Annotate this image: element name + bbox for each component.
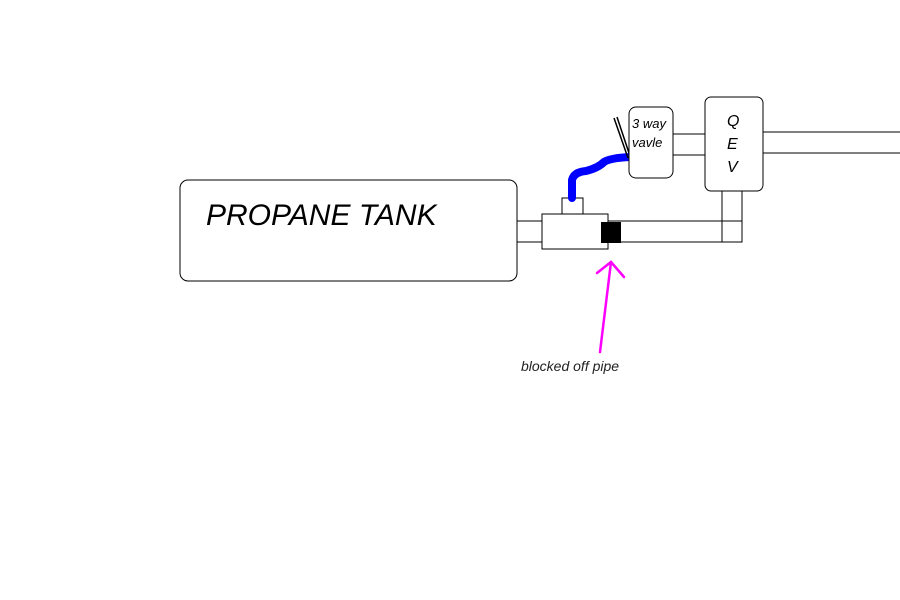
blocked-pipe-plug [601, 222, 621, 243]
propane-tank: PROPANE TANK [179, 179, 518, 282]
qev-letter-v: V [727, 159, 739, 176]
qev-letter-q: Q [727, 113, 739, 130]
valve-to-qev-pipe [672, 133, 706, 156]
qev-letter-e: E [727, 136, 738, 153]
tank-outlet-pipe [516, 220, 543, 243]
valve-handle-icon [613, 116, 631, 159]
tee-fitting [541, 197, 609, 250]
tank-label: PROPANE TANK [206, 199, 439, 232]
annotation-label: blocked off pipe [521, 358, 619, 374]
main-pipe [607, 220, 743, 243]
annotation-arrow [595, 260, 626, 354]
three-way-valve: 3 way vavle [628, 106, 674, 179]
valve-label-line2: vavle [632, 135, 662, 150]
qev-box: Q E V [704, 96, 764, 192]
qev-riser-pipe [721, 190, 743, 222]
blue-hose [568, 153, 634, 202]
valve-label-line1: 3 way [632, 116, 667, 131]
outlet-pipe [763, 131, 900, 154]
